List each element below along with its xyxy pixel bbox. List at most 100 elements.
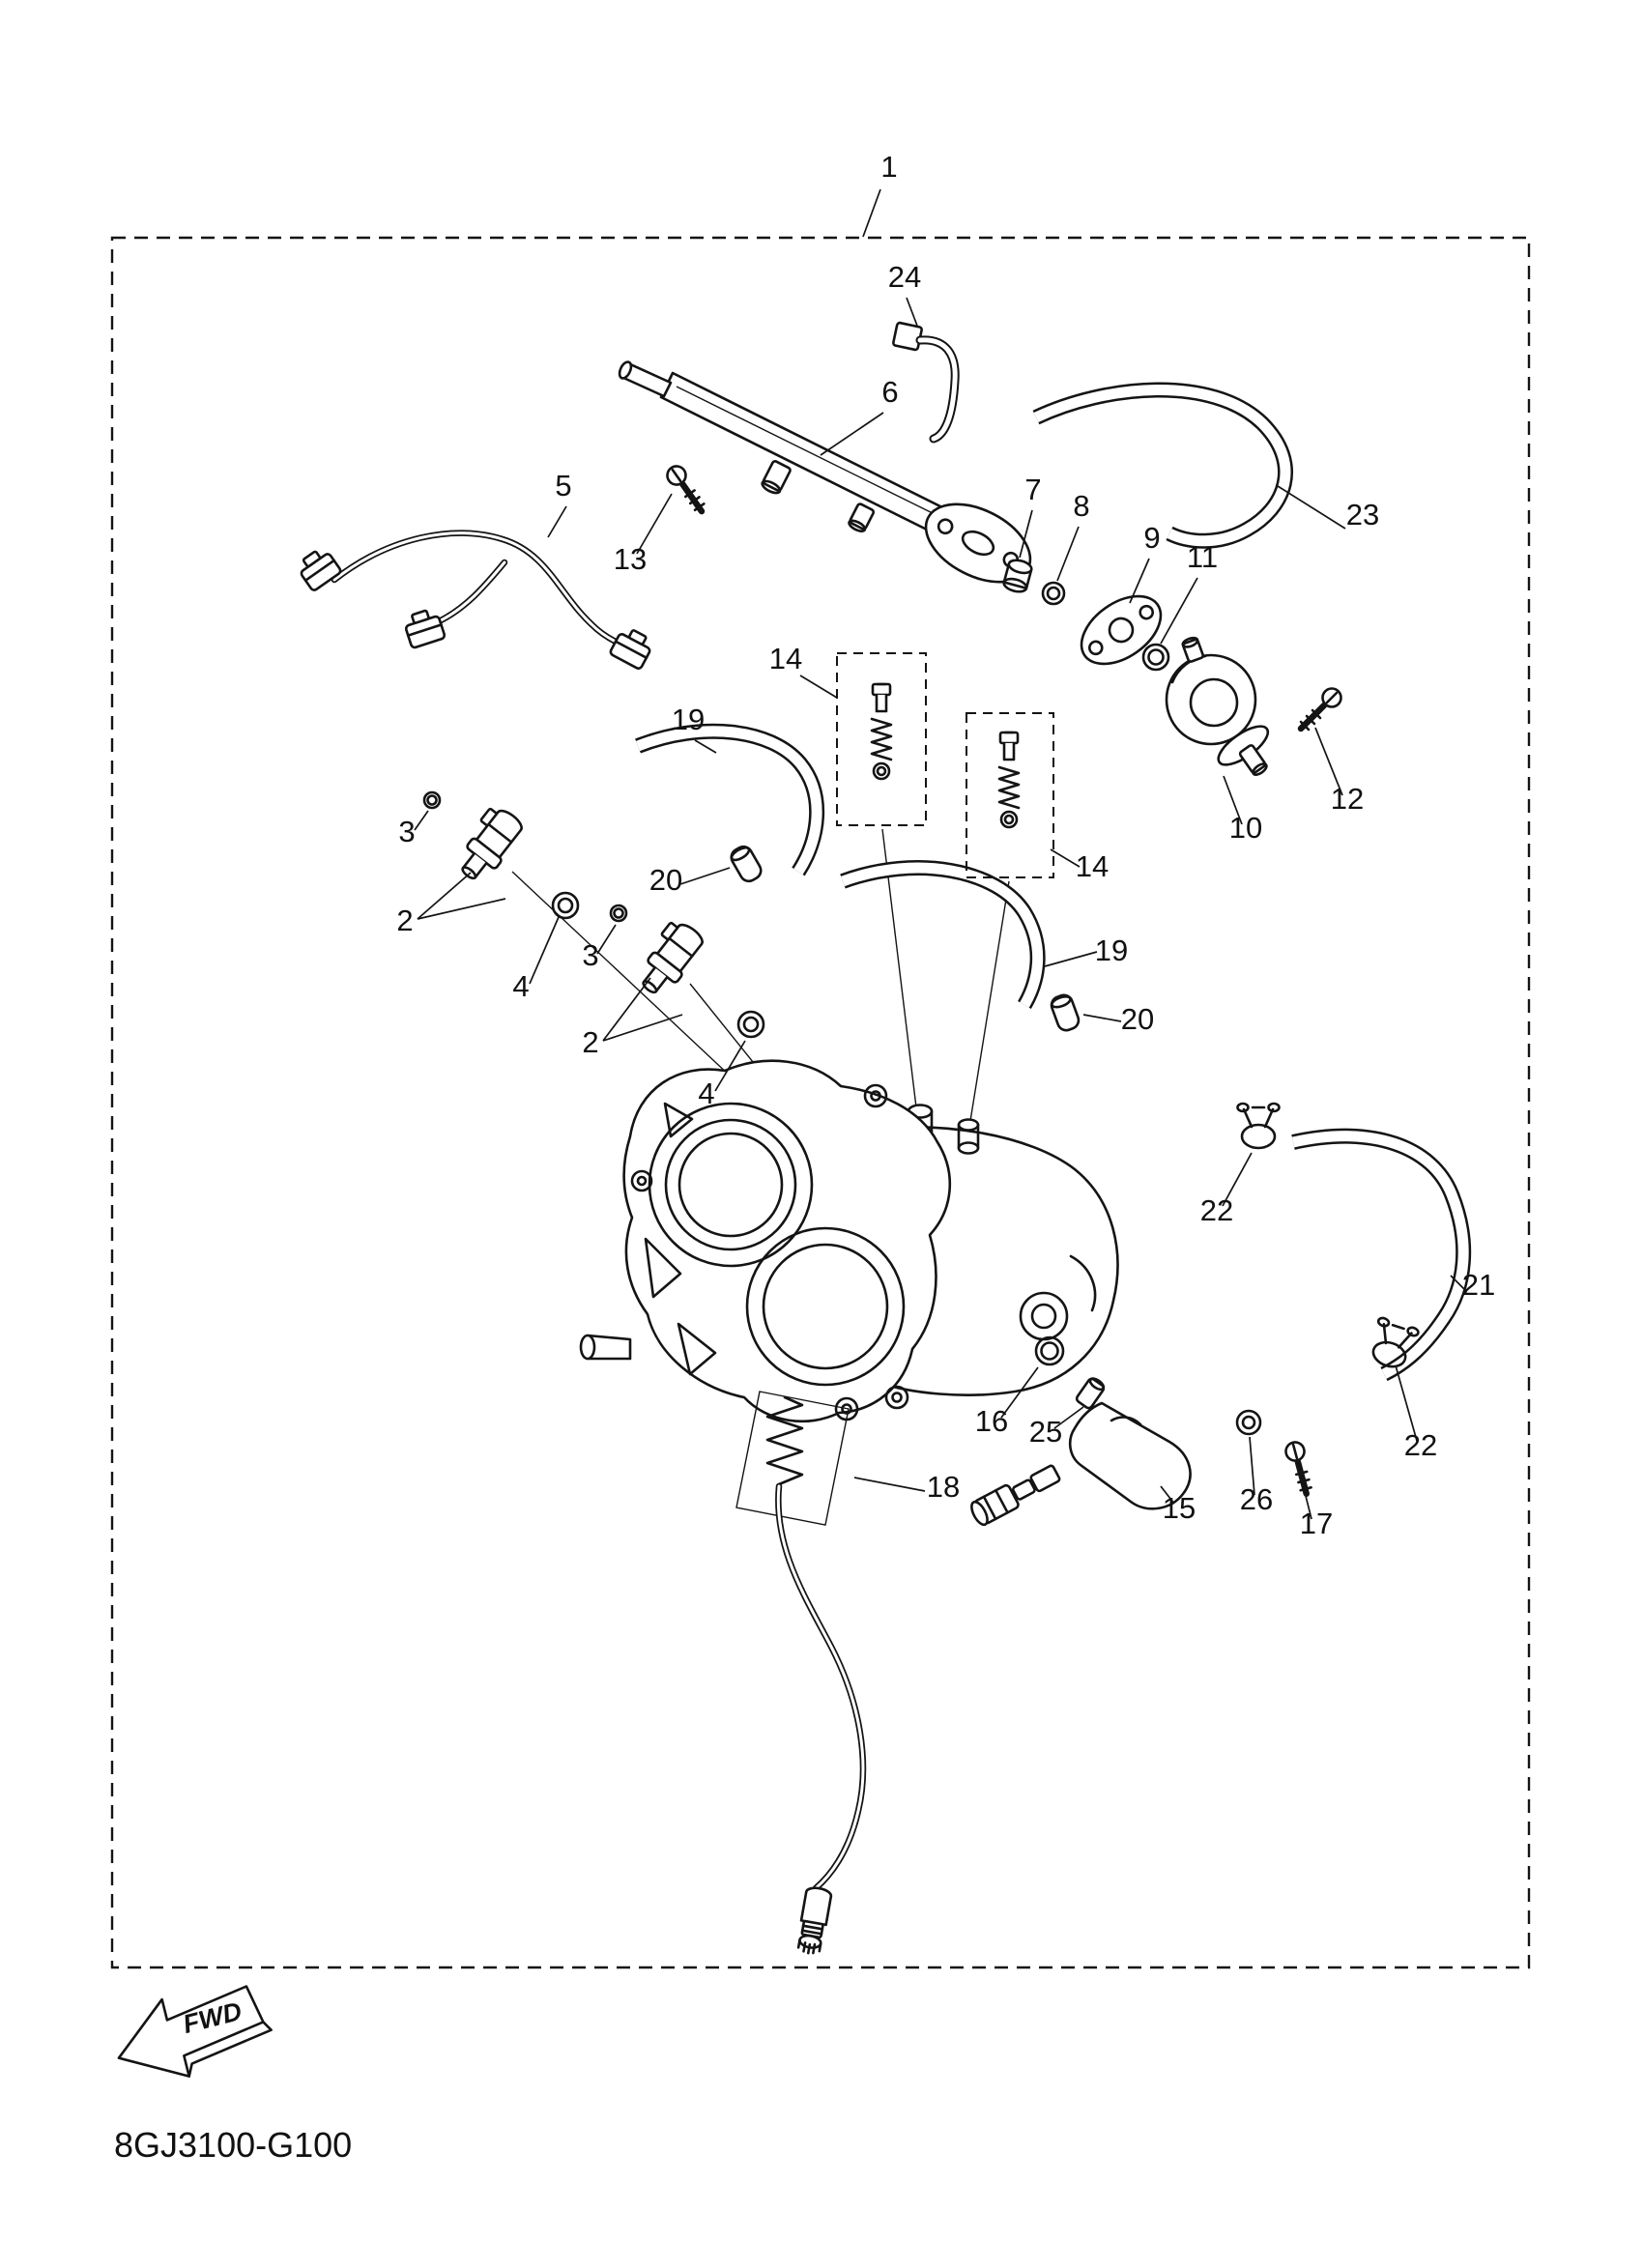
vacuum-hose-19b [840, 860, 1046, 1010]
rubber-cap-20b [1048, 991, 1082, 1034]
callout-22: 22 [1404, 1428, 1437, 1462]
callout-15: 15 [1163, 1491, 1196, 1525]
plug-25 [1075, 1377, 1106, 1410]
fuel-rail [618, 360, 1032, 584]
leader-line-16 [1000, 1366, 1039, 1419]
leader-line-19 [694, 739, 717, 754]
callout-14: 14 [769, 642, 802, 675]
fuel-injector-1 [447, 800, 530, 888]
screw-12 [1301, 689, 1341, 731]
leader-line-21 [1450, 1275, 1467, 1292]
leader-line-4 [714, 1040, 746, 1092]
leader-line-3 [596, 924, 617, 955]
leader-line-15 [1160, 1485, 1175, 1505]
leader-line-9 [1129, 558, 1150, 604]
leader-line-22 [1222, 1152, 1253, 1207]
callout-2: 2 [396, 904, 413, 937]
callout-9: 9 [1143, 521, 1160, 555]
callout-20: 20 [649, 863, 682, 897]
leader-line-26 [1249, 1436, 1255, 1496]
callout-19: 19 [672, 703, 705, 736]
callout-18: 18 [927, 1470, 960, 1504]
leader-line-2 [602, 977, 651, 1042]
collar-7 [1002, 559, 1033, 593]
callout-13: 13 [614, 542, 647, 576]
callout-20: 20 [1121, 1002, 1154, 1036]
valve-kit-box-14a [836, 652, 927, 826]
diagram-code: 8GJ3100-G100 [114, 2125, 352, 2165]
o-ring-8 [1041, 581, 1066, 606]
leader-line-24 [906, 297, 918, 327]
fuel-hose-23 [1032, 382, 1293, 549]
leader-line-7 [1019, 509, 1033, 559]
screw-17 [1272, 1439, 1328, 1494]
callout-10: 10 [1229, 811, 1262, 845]
leader-lines [414, 188, 1467, 1520]
fuel-injector-2 [627, 914, 710, 1002]
injector-port-2 [957, 1118, 980, 1155]
callout-8: 8 [1073, 489, 1089, 523]
callout-7: 7 [1024, 473, 1041, 506]
o-ring-3b [609, 904, 628, 923]
callout-3: 3 [398, 815, 415, 848]
callout-4: 4 [698, 1077, 714, 1110]
leader-line-2 [417, 872, 472, 920]
harness-connector-3 [608, 623, 657, 672]
callout-24: 24 [888, 260, 921, 294]
spring-and-cable [735, 1391, 867, 1955]
leader-line-20 [1082, 1014, 1122, 1022]
leader-line-14 [799, 675, 838, 699]
joint-plate-9 [1080, 594, 1163, 666]
leader-line-18 [853, 1477, 926, 1492]
leader-line-14 [1050, 848, 1081, 868]
leader-line-23 [1277, 485, 1346, 530]
callout-3: 3 [582, 938, 598, 972]
leader-line-4 [529, 916, 560, 985]
cable-connector [796, 1886, 833, 1955]
leader-line-2 [602, 1014, 683, 1042]
leader-line-19 [1044, 951, 1098, 967]
leader-line-1 [862, 188, 881, 238]
callout-21: 21 [1462, 1268, 1495, 1302]
leader-line-10 [1223, 775, 1243, 825]
washer-4a [551, 891, 580, 920]
o-ring-11 [1141, 643, 1170, 672]
callout-12: 12 [1331, 782, 1364, 816]
callout-25: 25 [1029, 1415, 1062, 1449]
callout-2: 2 [582, 1025, 598, 1059]
sub-wire-harness [293, 530, 657, 672]
leader-line-20 [679, 867, 731, 885]
callout-14: 14 [1076, 849, 1109, 883]
vacuum-hose-19a [635, 723, 824, 876]
leader-line-13 [636, 493, 673, 555]
screw-13 [662, 465, 709, 511]
leader-line-2 [417, 898, 506, 920]
harness-connector-2 [401, 606, 447, 650]
throttle-body [579, 1059, 1119, 1423]
assembly-boundary-box [110, 236, 1531, 1969]
pressure-regulator [1165, 636, 1270, 777]
leader-line-12 [1314, 727, 1343, 796]
callout-6: 6 [881, 375, 898, 409]
callout-22: 22 [1200, 1193, 1233, 1227]
leader-line-25 [1053, 1406, 1084, 1429]
leader-line-22 [1395, 1364, 1418, 1442]
callout-11: 11 [1187, 540, 1218, 574]
fwd-arrow: FWD [117, 1985, 273, 2078]
washer-26 [1235, 1409, 1262, 1436]
rubber-cap-20a [727, 842, 765, 886]
o-ring-16 [1034, 1335, 1065, 1366]
valve-kit-box-14b [966, 712, 1054, 878]
throttle-position-sensor [970, 1401, 1192, 1527]
callout-17: 17 [1300, 1507, 1333, 1540]
callout-16: 16 [975, 1404, 1008, 1438]
washer-4b [736, 1010, 765, 1039]
breather-hose-21 [1291, 1128, 1472, 1382]
callout-19: 19 [1095, 933, 1128, 967]
leader-line-6 [820, 412, 884, 456]
callout-23: 23 [1346, 498, 1379, 531]
leader-line-17 [1301, 1479, 1312, 1520]
